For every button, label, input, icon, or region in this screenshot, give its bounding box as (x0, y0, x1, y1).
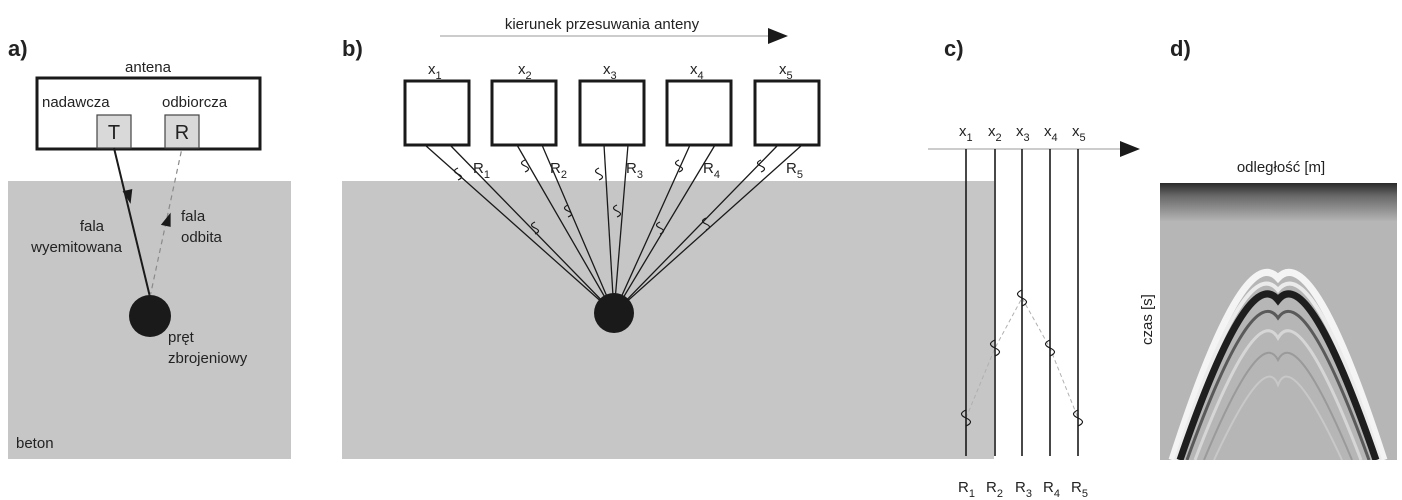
antenna-box-2 (490, 79, 558, 147)
reflection-label-5: R5 (786, 160, 803, 181)
scan-rays (424, 144, 803, 314)
trace-top-label-3: x3 (1016, 123, 1030, 144)
ray-2-emit (516, 144, 615, 314)
emitted-wave-ray (113, 147, 151, 298)
rebar-line2: zbrojeniowy (168, 350, 248, 367)
position-label-5: x5 (779, 61, 793, 82)
rebar-circle (594, 293, 634, 333)
panel-b: b) kierunek przesuwania anteny x1 x2 x3 … (342, 16, 994, 459)
antenna-box (35, 76, 262, 151)
trace-bottom-label-5: R5 (1071, 479, 1088, 500)
reflected-wave-line2: odbita (181, 229, 223, 246)
ray-wiggle-9 (655, 221, 665, 235)
reflection-label-1: R1 (473, 160, 490, 181)
emitted-arrow-icon (122, 189, 133, 204)
concrete-block (342, 181, 994, 459)
direction-label: kierunek przesuwania anteny (505, 16, 700, 33)
hyperbola-trend (965, 296, 1079, 419)
ray-5-emit (613, 144, 779, 314)
emitted-wave-line2: wyemitowana (30, 239, 123, 256)
radargram-hyperbola (1168, 269, 1388, 460)
position-label-2: x2 (518, 61, 532, 82)
echo-wiggle-3 (1016, 289, 1028, 307)
ray-wiggle-10 (701, 217, 711, 231)
emitted-wave-line1: fala (80, 218, 105, 235)
echo-wiggle-5 (1072, 409, 1084, 427)
x-axis-label: odległość [m] (1237, 159, 1325, 176)
panel-b-label: b) (342, 36, 363, 61)
rebar-circle (129, 295, 171, 337)
panel-d: d) odległość [m] czas [s] (1139, 36, 1397, 460)
reflected-wave-line1: fala (181, 208, 206, 225)
trace-top-label-2: x2 (988, 123, 1002, 144)
y-axis-label: czas [s] (1139, 294, 1156, 345)
transmitter-letter: T (108, 122, 120, 144)
position-label-3: x3 (603, 61, 617, 82)
ray-4-emit (613, 144, 691, 314)
trace-top-label-5: x5 (1072, 123, 1086, 144)
panel-c: c) x1 x2 x3 x4 x5 R1 R2 R3 R4 R5 (928, 36, 1140, 500)
rebar-line1: pręt (168, 329, 195, 346)
reflection-label-4: R4 (703, 160, 720, 181)
trace-bottom-label-4: R4 (1043, 479, 1060, 500)
echo-wiggle-2 (989, 339, 1001, 357)
receiver-box (164, 114, 200, 149)
ray-wiggle-2 (520, 159, 530, 173)
ray-3-return (613, 144, 629, 314)
ray-wiggle-1 (453, 167, 463, 181)
receiver-letter: R (175, 122, 189, 144)
trace-bottom-label-3: R3 (1015, 479, 1032, 500)
direct-wave-band (1160, 183, 1397, 221)
ray-2-return (541, 144, 615, 314)
ray-wiggle-7 (563, 204, 573, 218)
transmitter-label: nadawcza (42, 94, 110, 111)
ray-4-return (613, 144, 716, 314)
ray-wiggle-5 (756, 159, 766, 173)
ray-1-return (449, 144, 615, 314)
reflected-arrow-icon (160, 212, 171, 227)
antenna-box-1 (403, 79, 471, 147)
antenna-label: antena (125, 59, 172, 76)
panel-a-label: a) (8, 36, 28, 61)
trace-bottom-label-2: R2 (986, 479, 1003, 500)
transmitter-box (96, 114, 132, 149)
echo-wiggle-1 (960, 409, 972, 427)
antenna-box-5 (753, 79, 821, 147)
medium-label: beton (16, 435, 54, 452)
receiver-label: odbiorcza (162, 94, 228, 111)
ray-wiggle-3 (594, 167, 604, 181)
ray-3-emit (603, 144, 615, 314)
trace-top-label-1: x1 (959, 123, 973, 144)
panel-c-label: c) (944, 36, 964, 61)
direction-arrow-icon (768, 28, 788, 44)
ray-wiggle-6 (530, 221, 540, 235)
position-label-4: x4 (690, 61, 704, 82)
antenna-box-3 (578, 79, 646, 147)
antenna-box-4 (665, 79, 733, 147)
ray-wiggle-8 (612, 204, 622, 218)
ray-wiggle-4 (674, 159, 684, 173)
scan-axis-arrow-icon (1120, 141, 1140, 157)
reflection-label-3: R3 (626, 160, 643, 181)
trace-bottom-label-1: R1 (958, 479, 975, 500)
trace-top-label-4: x4 (1044, 123, 1058, 144)
position-label-1: x1 (428, 61, 442, 82)
reflection-label-2: R2 (550, 160, 567, 181)
echo-wiggle-4 (1044, 339, 1056, 357)
panel-a: a) antena nadawcza odbiorcza T R fala wy… (8, 36, 291, 459)
panel-d-label: d) (1170, 36, 1191, 61)
